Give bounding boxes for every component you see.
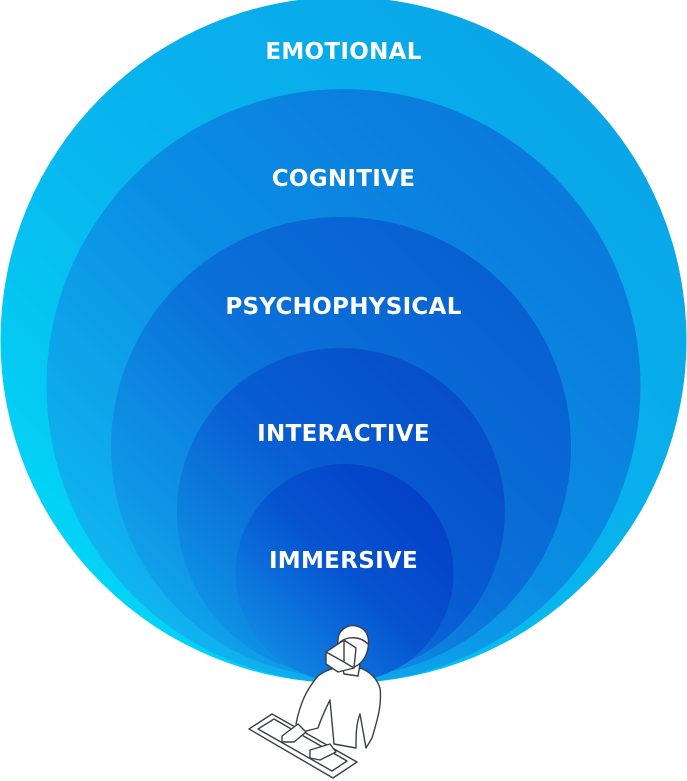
layer-immersive-label: IMMERSIVE [269,548,418,574]
keyboard-icon [248,713,358,779]
layer-interactive-label: INTERACTIVE [257,421,430,447]
right-hand [309,743,337,761]
keyboard-edge [257,718,348,772]
headset-front [325,639,355,669]
layer-emotional-label: EMOTIONAL [265,39,421,65]
vr-headset-user-icon [248,624,382,779]
layer-immersive-circle [235,464,454,682]
layer-immersive: IMMERSIVE [235,464,454,682]
layer-psychophysical-label: PSYCHOPHYSICAL [225,294,461,320]
left-hand [281,723,307,743]
layer-cognitive-label: COGNITIVE [272,166,416,192]
